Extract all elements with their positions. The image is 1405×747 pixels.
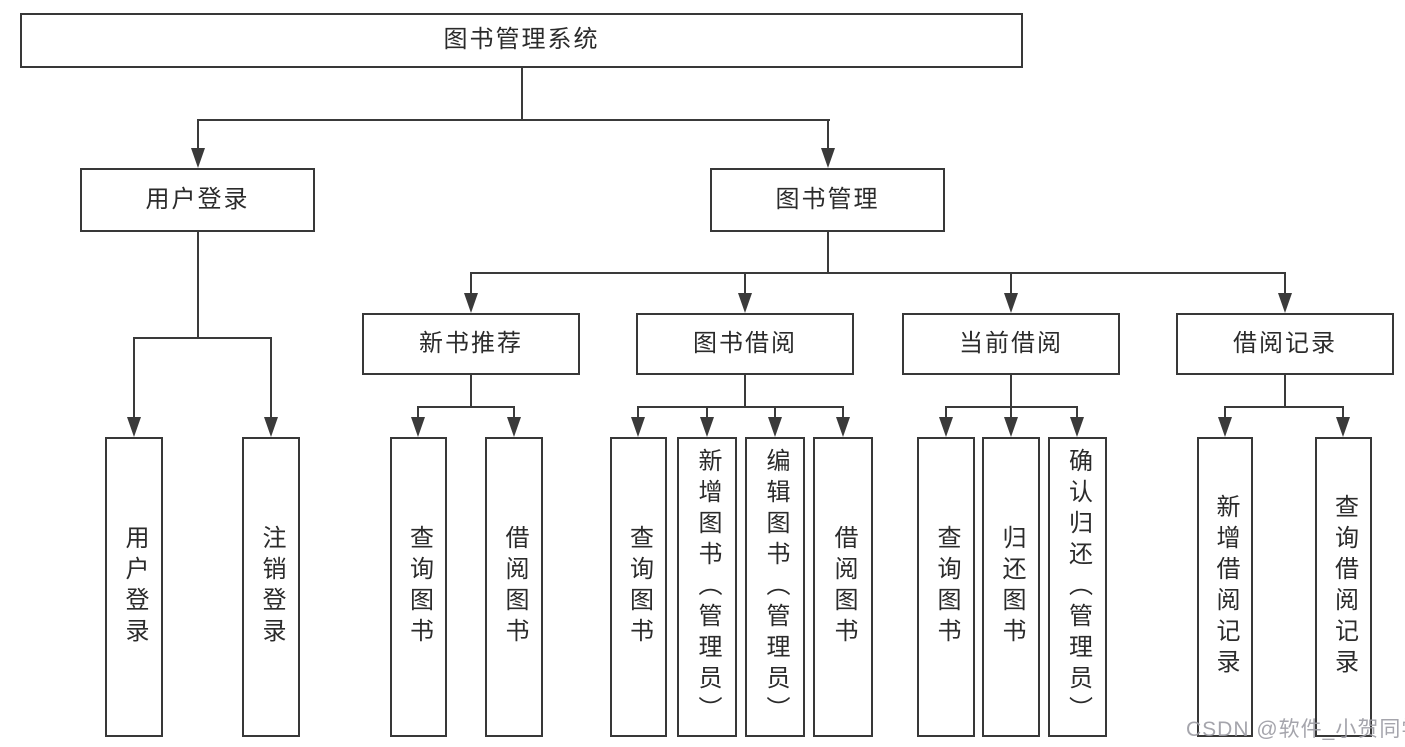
connector-line — [513, 406, 515, 420]
arrow-down-icon — [836, 417, 850, 437]
leaf-query-books-current: 查询图书 — [917, 437, 975, 737]
leaf-logout: 注销登录 — [242, 437, 300, 737]
leaf-label: 借阅图书 — [830, 525, 857, 649]
arrow-down-icon — [507, 417, 521, 437]
arrow-down-icon — [191, 148, 205, 168]
arrow-down-icon — [1278, 293, 1292, 313]
connector-line — [470, 272, 1286, 274]
leaf-label: 查询借阅记录 — [1330, 494, 1358, 680]
watermark: CSDN @软件_小贺同学 — [1186, 718, 1405, 741]
leaf-label: 新增借阅记录 — [1212, 494, 1239, 680]
node-label: 新书推荐 — [419, 329, 523, 357]
leaf-borrow-books-recommend: 借阅图书 — [485, 437, 543, 737]
node-new-book-recommend: 新书推荐 — [362, 313, 580, 375]
arrow-down-icon — [700, 417, 714, 437]
node-current-borrowing: 当前借阅 — [902, 313, 1120, 375]
leaf-user-login: 用户登录 — [105, 437, 163, 737]
arrow-down-icon — [1070, 417, 1084, 437]
leaf-add-borrow-record: 新增借阅记录 — [1197, 437, 1253, 737]
arrow-down-icon — [1336, 417, 1350, 437]
connector-line — [945, 406, 947, 420]
leaf-query-books-recommend: 查询图书 — [390, 437, 447, 737]
connector-line — [521, 68, 523, 121]
connector-line — [470, 375, 472, 408]
arrow-down-icon — [1218, 417, 1232, 437]
connector-line — [827, 119, 829, 149]
node-label: 图书管理 — [775, 185, 880, 213]
connector-line — [197, 232, 199, 339]
leaf-label: 注销登录 — [258, 525, 285, 649]
leaf-label: 确认归还（管理员） — [1064, 447, 1092, 727]
arrow-down-icon — [1004, 293, 1018, 313]
node-label: 当前借阅 — [959, 329, 1063, 357]
leaf-label: 归还图书 — [998, 525, 1025, 649]
connector-line — [197, 119, 199, 149]
leaf-borrow-books-borrowing: 借阅图书 — [813, 437, 873, 737]
connector-line — [270, 337, 272, 419]
leaf-return-books: 归还图书 — [982, 437, 1040, 737]
node-label: 图书借阅 — [693, 329, 797, 357]
arrow-down-icon — [464, 293, 478, 313]
connector-line — [1010, 406, 1012, 420]
connector-line — [744, 272, 746, 294]
arrow-down-icon — [939, 417, 953, 437]
node-borrowing-records: 借阅记录 — [1176, 313, 1394, 375]
arrow-down-icon — [631, 417, 645, 437]
leaf-query-books-borrowing: 查询图书 — [610, 437, 667, 737]
connector-line — [133, 337, 135, 419]
connector-line — [470, 272, 472, 294]
leaf-label: 用户登录 — [121, 525, 148, 649]
leaf-confirm-return-admin: 确认归还（管理员） — [1048, 437, 1107, 737]
arrow-down-icon — [127, 417, 141, 437]
connector-line — [133, 337, 272, 339]
leaf-query-borrow-record: 查询借阅记录 — [1315, 437, 1372, 737]
connector-line — [744, 375, 746, 408]
connector-line — [417, 406, 515, 408]
arrow-down-icon — [821, 148, 835, 168]
connector-line — [827, 232, 829, 274]
connector-line — [1010, 375, 1012, 408]
node-label: 用户登录 — [145, 185, 250, 213]
connector-line — [774, 406, 776, 420]
node-library-management-system: 图书管理系统 — [20, 13, 1023, 68]
arrow-down-icon — [264, 417, 278, 437]
node-label: 图书管理系统 — [443, 26, 600, 54]
leaf-add-book-admin: 新增图书（管理员） — [677, 437, 737, 737]
connector-line — [1284, 272, 1286, 294]
connector-line — [637, 406, 844, 408]
leaf-label: 查询图书 — [625, 525, 653, 649]
connector-line — [1224, 406, 1344, 408]
connector-line — [637, 406, 639, 420]
leaf-edit-book-admin: 编辑图书（管理员） — [745, 437, 805, 737]
arrow-down-icon — [1004, 417, 1018, 437]
leaf-label: 查询图书 — [933, 525, 960, 649]
node-book-borrowing: 图书借阅 — [636, 313, 854, 375]
connector-line — [706, 406, 708, 420]
connector-line — [1224, 406, 1226, 420]
leaf-label: 借阅图书 — [501, 525, 528, 649]
leaf-label: 新增图书（管理员） — [694, 447, 721, 727]
connector-line — [1010, 272, 1012, 294]
connector-line — [417, 406, 419, 420]
connector-line — [1076, 406, 1078, 420]
connector-line — [1342, 406, 1344, 420]
arrow-down-icon — [738, 293, 752, 313]
arrow-down-icon — [768, 417, 782, 437]
connector-line — [197, 119, 830, 121]
node-user-login: 用户登录 — [80, 168, 315, 232]
node-label: 借阅记录 — [1233, 329, 1337, 357]
node-book-management: 图书管理 — [710, 168, 945, 232]
arrow-down-icon — [411, 417, 425, 437]
connector-line — [1284, 375, 1286, 408]
leaf-label: 编辑图书（管理员） — [762, 447, 789, 727]
connector-line — [842, 406, 844, 420]
leaf-label: 查询图书 — [405, 525, 433, 649]
